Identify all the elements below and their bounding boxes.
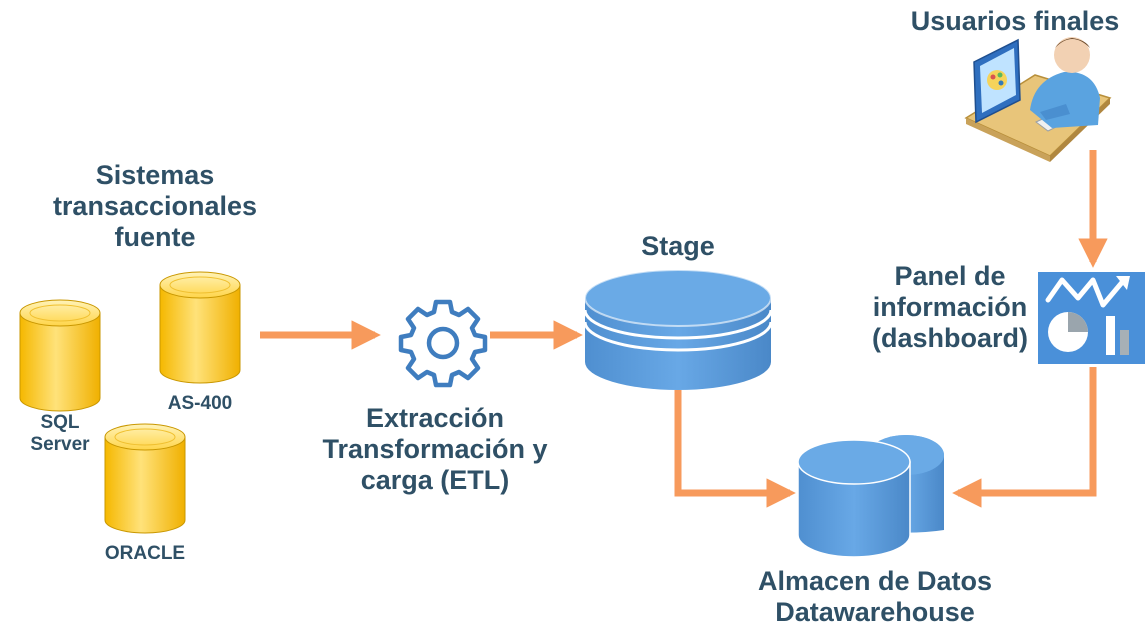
database-stage-icon [583, 269, 773, 390]
etl-label-line: carga (ETL) [360, 465, 510, 496]
warehouse-label-line: Almacen de Datos [757, 566, 993, 596]
sources-title-line: Sistemas [95, 160, 215, 190]
as400-label: AS-400 [150, 393, 250, 415]
sql-server-label: SQL Server [10, 412, 110, 456]
arrow-stage-to-warehouse [674, 390, 796, 508]
dashboard-icon [1038, 272, 1145, 364]
stage-label: Stage [641, 231, 715, 261]
sql-server-label-line: SQL [40, 412, 80, 433]
database-datawarehouse-icon [797, 435, 944, 558]
dashboard-label-line: (dashboard) [871, 323, 1028, 354]
sources-title-line: fuente [114, 222, 196, 253]
sources-title-line: transaccionales [52, 191, 258, 222]
end-users-label: Usuarios finales [910, 6, 1120, 36]
user-at-computer-icon [964, 37, 1112, 162]
dashboard-label-line: información [872, 292, 1028, 323]
database-oracle-icon [104, 423, 186, 534]
as400-label-text: AS-400 [167, 393, 233, 414]
warehouse-label-line: Datawarehouse [775, 597, 975, 628]
oracle-label-text: ORACLE [104, 543, 186, 564]
dashboard-label: Panel de información (dashboard) [860, 261, 1040, 354]
etl-label-line: Transformación y [322, 434, 548, 465]
etl-label: Extracción Transformación y carga (ETL) [300, 403, 570, 496]
etl-label-line: Extracción [365, 403, 505, 433]
arrow-dashboard-to-warehouse [952, 367, 1097, 508]
database-sql-server-icon [19, 299, 101, 412]
oracle-label: ORACLE [90, 543, 200, 565]
sql-server-label-line: Server [30, 433, 90, 455]
database-as400-icon [159, 271, 241, 384]
dashboard-label-line: Panel de [894, 261, 1006, 291]
warehouse-label: Almacen de Datos Datawarehouse [735, 566, 1015, 628]
flow-arrows [260, 150, 1108, 508]
sources-title: Sistemas transaccionales fuente [40, 160, 270, 253]
gear-icon [398, 299, 488, 388]
